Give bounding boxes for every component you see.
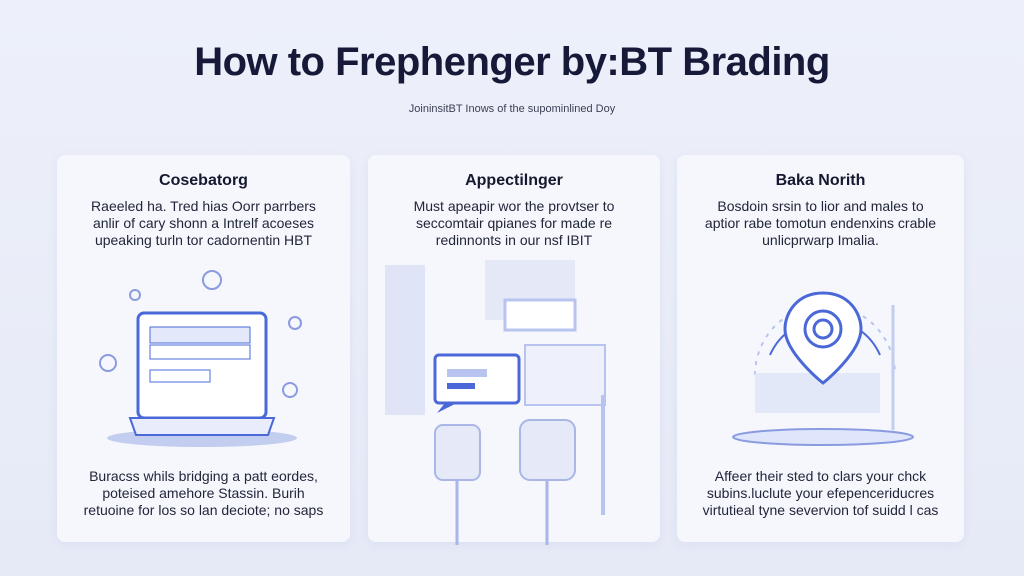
card-title: Baka Norith	[775, 172, 866, 189]
card-body: Must apeapir wor the provtser to seccomt…	[368, 198, 660, 249]
card-title: Cosebatorg	[159, 172, 248, 189]
text-line: poteised amehore Stassin. Burih	[102, 485, 305, 501]
text-line: Affeer their sted to clars your chck	[714, 468, 927, 484]
office-illustration	[385, 260, 606, 545]
location-pin-illustration	[732, 291, 914, 446]
text-line: Bosdoin srsin to lior and males to	[717, 198, 924, 214]
text-line: Buracss whils bridging a patt eordes,	[89, 468, 318, 484]
text-line: Must apeapir wor the provtser to	[413, 198, 615, 214]
page-subtitle: JoininsitBT Inows of the supominlined Do…	[408, 103, 616, 115]
text-line: subins.luclute your efepenceriducres	[706, 485, 935, 501]
text-line: anlir of cary shonn a Intrelf acoeses	[92, 215, 314, 231]
laptop-illustration	[99, 270, 302, 447]
text-line: retuoine for los so lan deciote; no saps	[83, 502, 324, 518]
text-line: seccomtair qpianes for made re	[415, 215, 613, 231]
card-footer-text: Buracss whils bridging a patt eordes, po…	[57, 468, 350, 519]
card-body: Bosdoin srsin to lior and males to aptio…	[677, 198, 964, 249]
text-line: unlicprwarp Imalia.	[762, 232, 879, 248]
text-line: redinnonts in our nsf IBIT	[435, 232, 593, 248]
card-body: Raeeled ha. Tred hias Oorr parrbers anli…	[57, 198, 350, 249]
card-footer-text: Affeer their sted to clars your chck sub…	[677, 468, 964, 519]
text-line: virtutieal tyne severvion tof suidd l ca…	[702, 502, 939, 518]
text-line: Raeeled ha. Tred hias Oorr parrbers	[91, 198, 316, 214]
page-title: How to Frephenger by:BT Brading	[194, 40, 830, 84]
text-line: upeaking turln tor cadornentin HBT	[94, 232, 313, 248]
text-line: aptior rabe tomotun endenxins crable	[704, 215, 937, 231]
card-title: Appectilnger	[465, 172, 563, 189]
